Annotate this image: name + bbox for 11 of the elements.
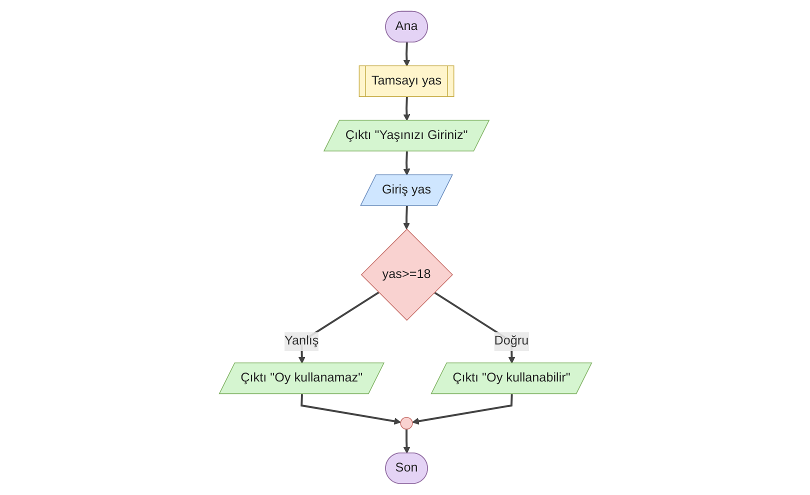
arrow bbox=[402, 42, 410, 66]
arrow bbox=[412, 394, 512, 425]
arrow bbox=[402, 96, 410, 121]
edge-label: Doğru bbox=[494, 334, 528, 348]
node-diamond: yas>=18 bbox=[360, 228, 453, 321]
arrow bbox=[402, 429, 410, 454]
arrow bbox=[402, 206, 410, 230]
edge-label: Yanlış bbox=[284, 334, 318, 348]
arrow bbox=[402, 151, 410, 176]
node-circle bbox=[400, 416, 412, 430]
arrow bbox=[300, 394, 401, 425]
